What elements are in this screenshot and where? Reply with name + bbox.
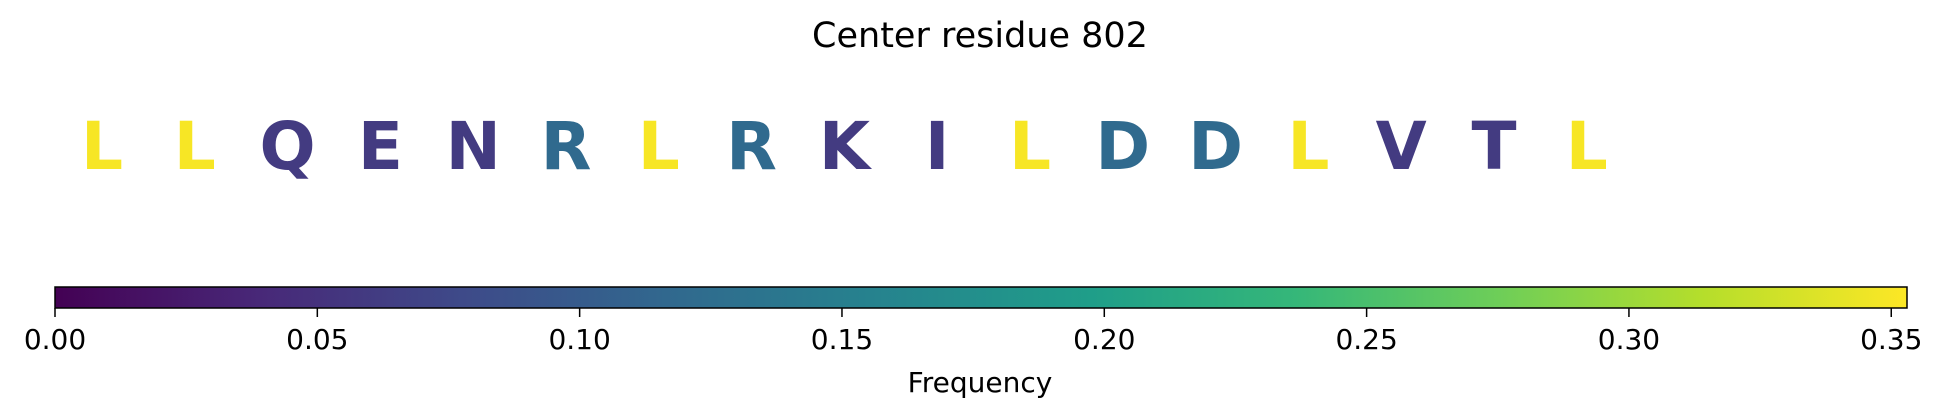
chart-title: Center residue 802 xyxy=(812,16,1148,56)
residue-letter: K xyxy=(819,108,873,185)
residue-letter: N xyxy=(446,108,501,185)
colorbar-tick-label: 0.00 xyxy=(24,323,86,356)
colorbar-tick-label: 0.35 xyxy=(1860,323,1922,356)
residue-letter: D xyxy=(1188,108,1243,185)
residue-letter: R xyxy=(541,108,592,185)
residue-letter: V xyxy=(1376,108,1427,185)
residue-letter: Q xyxy=(260,108,316,185)
residue-letter: L xyxy=(174,108,216,185)
colorbar-tick-label: 0.25 xyxy=(1335,323,1397,356)
residue-letter: L xyxy=(81,108,123,185)
colorbar-tick-label: 0.05 xyxy=(286,323,348,356)
residue-letter: D xyxy=(1095,108,1150,185)
residue-letter: T xyxy=(1471,108,1516,185)
colorbar-tick-label: 0.20 xyxy=(1073,323,1135,356)
colorbar-ticks: 0.00 0.05 0.10 0.15 0.20 0.25 0.30 0.35 xyxy=(24,308,1922,356)
residue-letter: L xyxy=(1009,108,1051,185)
colorbar-tick-label: 0.10 xyxy=(548,323,610,356)
colorbar-tick-label: 0.30 xyxy=(1598,323,1660,356)
residue-letter: I xyxy=(925,108,950,185)
residue-letter: L xyxy=(638,108,680,185)
colorbar-label: Frequency xyxy=(908,366,1053,399)
colorbar-tick-label: 0.15 xyxy=(811,323,873,356)
residue-letter: L xyxy=(1566,108,1608,185)
residue-letter: L xyxy=(1287,108,1329,185)
residue-letter: R xyxy=(726,108,777,185)
colorbar-gradient xyxy=(54,286,1908,309)
residue-letter: E xyxy=(358,108,403,185)
colorbar: 0.00 0.05 0.10 0.15 0.20 0.25 0.30 0.35 Frequen… xyxy=(24,286,1922,399)
